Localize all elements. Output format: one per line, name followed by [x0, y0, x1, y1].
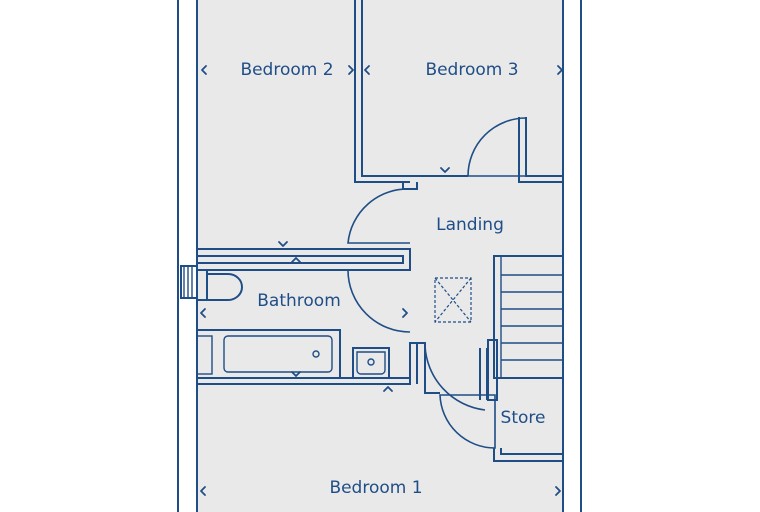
chevron-down-icon [440, 167, 450, 173]
toilet-icon [180, 265, 243, 301]
chevron-left-icon [201, 65, 207, 75]
bedroom3-door [467, 117, 527, 177]
landing-door-lower [424, 344, 486, 411]
chevron-left-icon [200, 486, 206, 496]
chevron-left-icon [200, 308, 206, 318]
bath-icon [196, 329, 341, 379]
chevron-up-icon [383, 386, 393, 392]
room-label-bedroom1: Bedroom 1 [329, 478, 422, 498]
dimension-markers [200, 65, 563, 496]
chevron-right-icon [555, 486, 561, 496]
chevron-up-icon [291, 257, 301, 263]
room-label-landing: Landing [436, 215, 504, 235]
store-door [439, 394, 496, 449]
landing-door-upper [347, 188, 411, 244]
bathroom-door [347, 269, 411, 333]
chevron-down-icon [278, 241, 288, 247]
chevron-down-icon [291, 371, 301, 377]
room-label-bedroom2: Bedroom 2 [240, 60, 333, 80]
chevron-right-icon [348, 65, 354, 75]
chevron-left-icon [364, 65, 370, 75]
basin-icon [352, 347, 390, 379]
chevron-right-icon [557, 65, 563, 75]
loft-hatch-icon [434, 277, 472, 323]
room-label-bedroom3: Bedroom 3 [425, 60, 518, 80]
staircase-icon [487, 255, 564, 401]
chevron-right-icon [402, 308, 408, 318]
room-label-store: Store [501, 408, 546, 428]
door-jamb [402, 182, 418, 190]
room-label-bathroom: Bathroom [257, 291, 341, 311]
